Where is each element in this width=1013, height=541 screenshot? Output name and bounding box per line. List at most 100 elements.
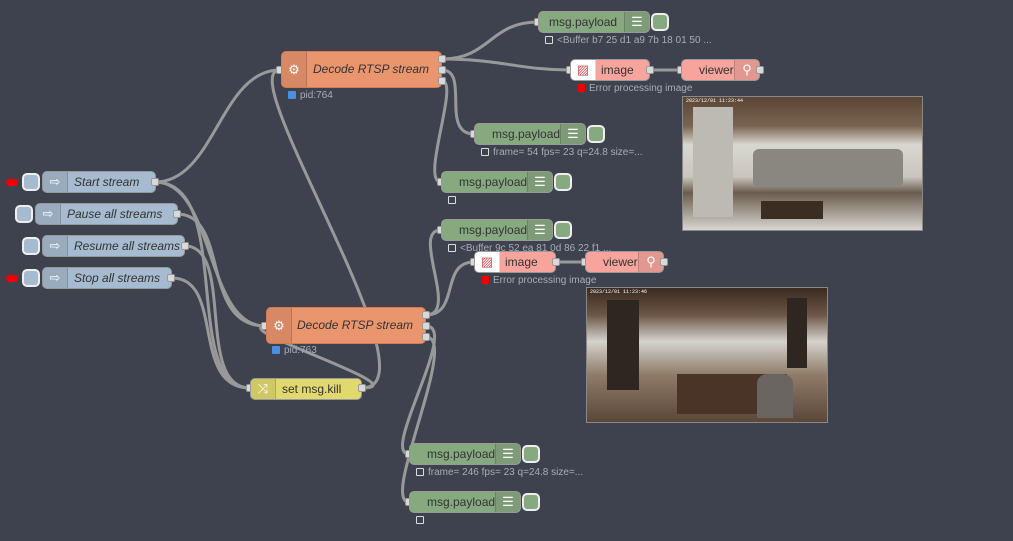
node-label: msg.payload xyxy=(427,447,496,461)
node-label: msg.payload xyxy=(492,127,561,141)
output-port[interactable] xyxy=(173,210,181,218)
status-dot xyxy=(448,196,456,204)
image-node-2[interactable]: ▨ image xyxy=(474,251,556,273)
inject-button[interactable] xyxy=(22,237,40,255)
output-port[interactable] xyxy=(438,55,446,63)
window-shape xyxy=(787,298,807,368)
node-label: msg.payload xyxy=(427,495,496,509)
node-status: <Buffer 9c 52 ea 81 0d 86 22 f1 ... xyxy=(448,243,611,255)
node-status: Error processing image xyxy=(577,83,692,95)
node-status: pid:764 xyxy=(288,90,333,102)
output-port[interactable] xyxy=(422,322,430,330)
wire xyxy=(401,324,437,456)
image-node-1[interactable]: ▨ image xyxy=(570,59,650,81)
status-dot xyxy=(545,36,553,44)
list-icon: ☰ xyxy=(495,492,520,512)
status-dot xyxy=(577,84,585,92)
node-status: Error processing image xyxy=(481,275,596,287)
debug-node-frame-2[interactable]: msg.payload ☰ xyxy=(409,443,521,465)
node-label: image xyxy=(601,63,634,77)
wire xyxy=(176,212,266,328)
debug-node-buffer-1[interactable]: msg.payload ☰ xyxy=(538,11,650,33)
camera-preview-1: 2023/12/01 11:23:44 xyxy=(682,96,923,231)
status-text: <Buffer b7 25 d1 a9 7b 18 01 50 ... xyxy=(557,35,712,46)
wire xyxy=(425,260,475,317)
wire xyxy=(270,68,381,390)
debug-node-frame-1[interactable]: msg.payload ☰ xyxy=(474,123,586,145)
status-text: frame= 54 fps= 23 q=24.8 size=... xyxy=(493,147,643,158)
output-port[interactable] xyxy=(756,66,764,74)
output-port[interactable] xyxy=(438,77,446,85)
debug-toggle-button[interactable] xyxy=(651,13,669,31)
pause-all-streams-node[interactable]: ⇨ Pause all streams xyxy=(35,203,178,225)
wire xyxy=(154,68,281,184)
set-msg-kill-node[interactable]: ⤨ set msg.kill xyxy=(250,378,362,400)
wire xyxy=(441,57,571,72)
red-indicator xyxy=(6,275,18,282)
start-stream-node[interactable]: ⇨ Start stream xyxy=(42,171,156,193)
output-port[interactable] xyxy=(181,242,189,250)
list-icon: ☰ xyxy=(560,124,585,144)
output-port[interactable] xyxy=(552,258,560,266)
node-status xyxy=(448,195,460,207)
wire xyxy=(425,228,442,317)
list-icon: ☰ xyxy=(624,12,649,32)
inject-button[interactable] xyxy=(22,173,40,191)
resume-all-streams-node[interactable]: ⇨ Resume all streams xyxy=(42,235,185,257)
inject-button[interactable] xyxy=(22,269,40,287)
debug-node-3[interactable]: msg.payload ☰ xyxy=(441,171,553,193)
wire xyxy=(184,244,251,390)
stop-all-streams-node[interactable]: ⇨ Stop all streams xyxy=(42,267,172,289)
status-dot xyxy=(416,516,424,524)
list-icon: ☰ xyxy=(527,172,552,192)
node-status: frame= 246 fps= 23 q=24.8 size=... xyxy=(416,467,583,479)
output-port[interactable] xyxy=(167,274,175,282)
shuffle-icon: ⤨ xyxy=(251,379,276,399)
output-port[interactable] xyxy=(151,178,159,186)
status-text: <Buffer 9c 52 ea 81 0d 86 22 f1 ... xyxy=(460,243,612,254)
list-icon: ☰ xyxy=(527,220,552,240)
debug-toggle-button[interactable] xyxy=(554,173,572,191)
list-icon: ☰ xyxy=(495,444,520,464)
debug-toggle-button[interactable] xyxy=(522,493,540,511)
image-icon: ▨ xyxy=(571,60,596,80)
arrow-right-icon: ⇨ xyxy=(43,236,68,256)
debug-toggle-button[interactable] xyxy=(554,221,572,239)
sofa-shape xyxy=(753,149,903,187)
node-status xyxy=(416,515,428,527)
inject-button[interactable] xyxy=(15,205,33,223)
node-status: frame= 54 fps= 23 q=24.8 size=... xyxy=(481,147,643,159)
output-port[interactable] xyxy=(422,311,430,319)
camera-preview-2: 2023/12/01 11:23:46 xyxy=(586,287,828,423)
debug-node-buffer-2[interactable]: msg.payload ☰ xyxy=(441,219,553,241)
wire xyxy=(441,20,539,61)
output-port[interactable] xyxy=(358,384,366,392)
gear-icon: ⚙ xyxy=(282,52,307,87)
viewer-node-2[interactable]: viewer ⚲ xyxy=(585,251,664,273)
status-text: frame= 246 fps= 23 q=24.8 size=... xyxy=(428,467,584,478)
preview-timestamp: 2023/12/01 11:23:46 xyxy=(590,289,648,295)
node-label: viewer xyxy=(603,255,638,269)
decode-rtsp-stream-node-1[interactable]: ⚙ Decode RTSP stream xyxy=(281,51,442,88)
node-status: pid:763 xyxy=(272,345,317,357)
viewer-node-1[interactable]: viewer ⚲ xyxy=(681,59,760,81)
node-label: Stop all streams xyxy=(74,271,161,285)
output-port[interactable] xyxy=(422,333,430,341)
node-label: msg.payload xyxy=(549,15,618,29)
decode-rtsp-stream-node-2[interactable]: ⚙ Decode RTSP stream xyxy=(266,307,426,344)
debug-toggle-button[interactable] xyxy=(522,445,540,463)
output-port[interactable] xyxy=(438,66,446,74)
gear-icon: ⚙ xyxy=(267,308,292,343)
node-label: Decode RTSP stream xyxy=(297,318,414,332)
debug-toggle-button[interactable] xyxy=(587,125,605,143)
output-port[interactable] xyxy=(660,258,668,266)
red-indicator xyxy=(6,179,18,186)
magnifier-icon: ⚲ xyxy=(734,60,759,80)
output-port[interactable] xyxy=(646,66,654,74)
node-label: msg.payload xyxy=(459,223,528,237)
wire xyxy=(433,79,449,184)
debug-node-6[interactable]: msg.payload ☰ xyxy=(409,491,521,513)
wire xyxy=(441,68,475,136)
person-shape xyxy=(757,374,793,418)
